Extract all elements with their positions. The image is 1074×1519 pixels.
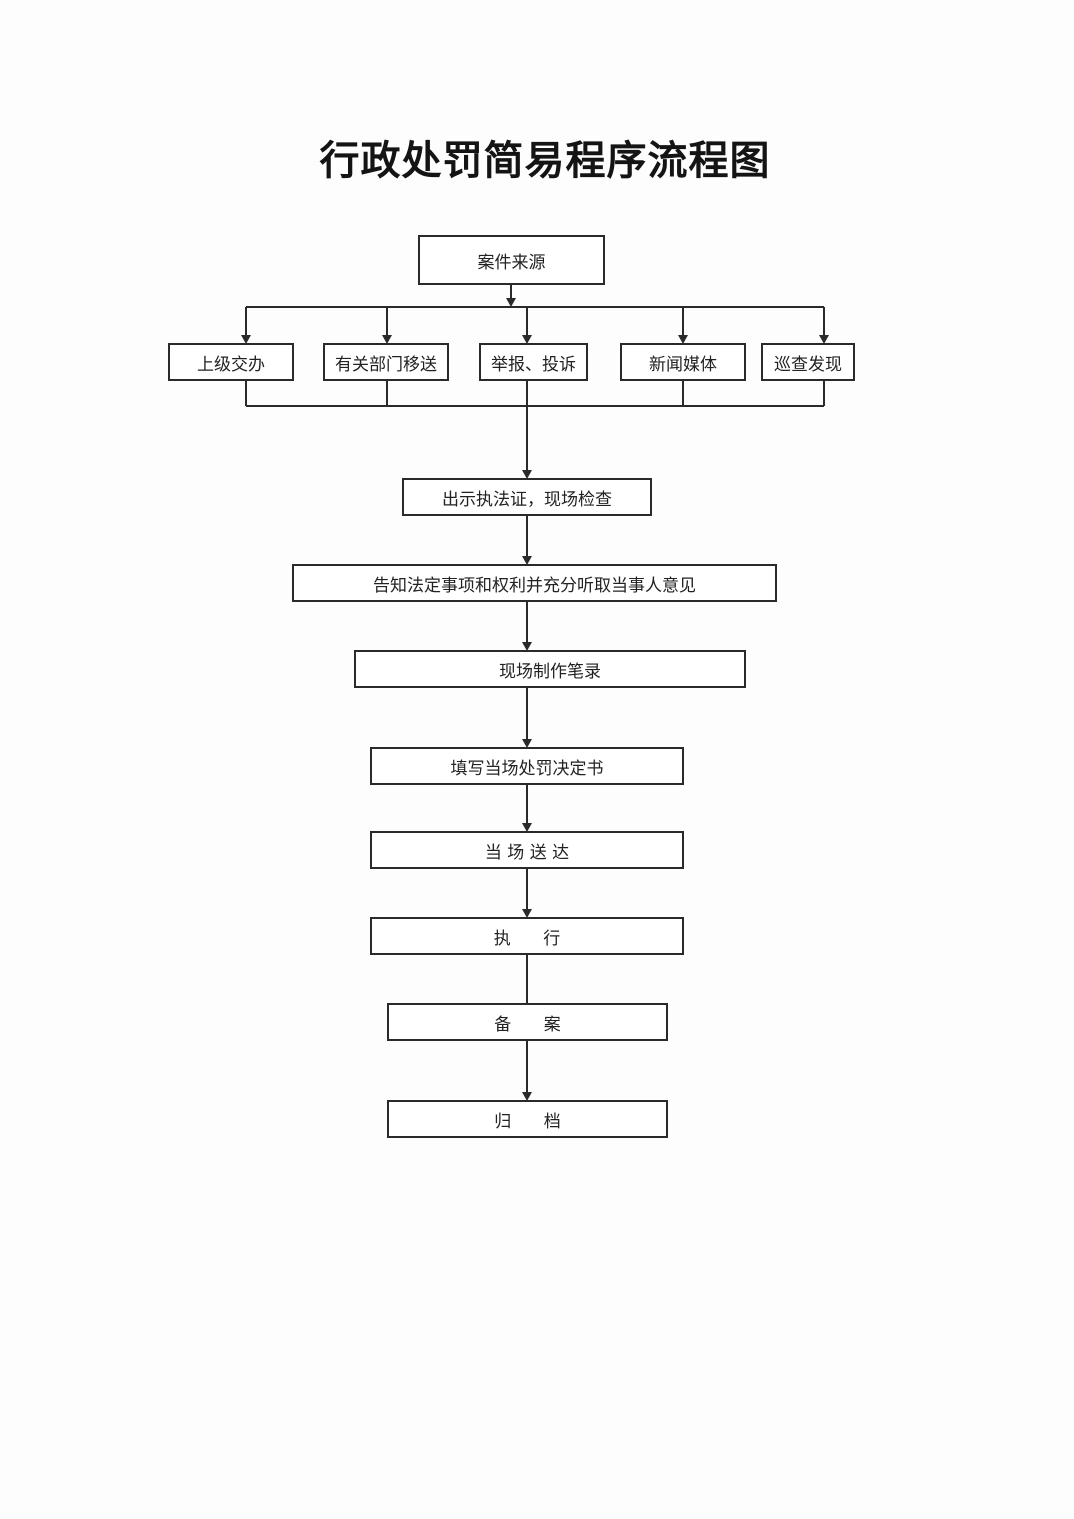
node-step-8: 归 档: [387, 1100, 668, 1138]
arrowhead-channel-3: [522, 335, 532, 344]
arrowhead-step-3: [522, 642, 532, 651]
node-channel-5: 巡查发现: [761, 343, 855, 381]
arrowhead-step-5: [522, 823, 532, 832]
arrowhead-step-8: [522, 1092, 532, 1101]
node-channel-1: 上级交办: [168, 343, 294, 381]
arrowhead-step-4: [522, 739, 532, 748]
node-channel-2: 有关部门移送: [323, 343, 449, 381]
node-step-7: 备 案: [387, 1003, 668, 1041]
arrowhead-step-1: [522, 470, 532, 479]
arrowhead-channel-2: [382, 335, 392, 344]
node-step-3: 现场制作笔录: [354, 650, 746, 688]
arrowhead-step-6: [522, 909, 532, 918]
node-step-5: 当 场 送 达: [370, 831, 684, 869]
arrowhead-step-2: [522, 556, 532, 565]
node-channel-3: 举报、投诉: [479, 343, 588, 381]
arrowhead-channel-1: [241, 335, 251, 344]
node-step-4: 填写当场处罚决定书: [370, 747, 684, 785]
arrowhead-channel-4: [678, 335, 688, 344]
node-step-2: 告知法定事项和权利并充分听取当事人意见: [292, 564, 777, 602]
node-case-source: 案件来源: [418, 235, 605, 285]
arrowhead-source: [506, 298, 516, 307]
node-step-1: 出示执法证，现场检查: [402, 478, 652, 516]
node-step-6: 执 行: [370, 917, 684, 955]
arrowhead-channel-5: [819, 335, 829, 344]
page-title: 行政处罚简易程序流程图: [319, 137, 771, 184]
node-channel-4: 新闻媒体: [620, 343, 746, 381]
